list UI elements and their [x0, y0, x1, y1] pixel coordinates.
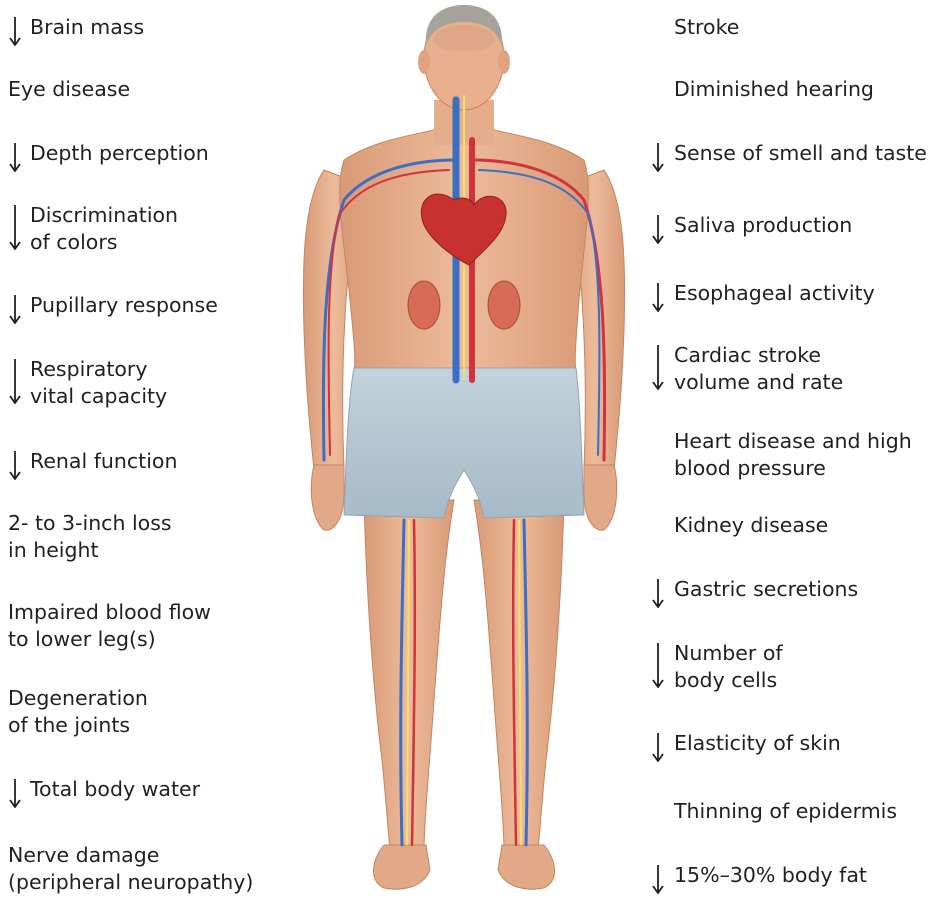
left-label-line: Eye disease [8, 76, 130, 103]
right-label-line: volume and rate [674, 369, 843, 396]
right-kidney [488, 281, 520, 329]
right-label: Thinning of epidermis [674, 798, 897, 825]
right-label: Sense of smell and taste [674, 140, 927, 167]
left-label: Eye disease [8, 76, 130, 103]
left-label: Brain mass [30, 14, 144, 41]
right-decrease-arrow-icon [651, 864, 665, 894]
right-label: Esophageal activity [674, 280, 875, 307]
left-label-line: Renal function [30, 448, 177, 475]
left-label-line: Degeneration [8, 685, 148, 712]
brain-outline [434, 25, 494, 51]
right-label-line: Saliva production [674, 212, 852, 239]
left-label: Depth perception [30, 140, 209, 167]
right-label-line: body cells [674, 667, 783, 694]
right-label: Diminished hearing [674, 76, 874, 103]
right-decrease-arrow-icon [651, 142, 665, 172]
right-label: Saliva production [674, 212, 852, 239]
right-label-line: Diminished hearing [674, 76, 874, 103]
left-decrease-arrow-icon [8, 450, 22, 480]
elderly-man-anatomy-illustration [284, 0, 644, 902]
left-label-line: (peripheral neuropathy) [8, 869, 253, 896]
left-foot [373, 845, 430, 889]
right-decrease-arrow-icon [651, 344, 665, 390]
left-label-line: Brain mass [30, 14, 144, 41]
right-label-line: Heart disease and high [674, 428, 912, 455]
right-label-line: Number of [674, 640, 783, 667]
right-label-line: Sense of smell and taste [674, 140, 927, 167]
shorts [344, 368, 584, 518]
left-decrease-arrow-icon [8, 778, 22, 808]
left-label-line: to lower leg(s) [8, 626, 211, 653]
left-label-line: Total body water [30, 776, 200, 803]
right-decrease-arrow-icon [651, 732, 665, 762]
right-label-line: Elasticity of skin [674, 730, 841, 757]
left-label-line: Impaired blood flow [8, 599, 211, 626]
left-ear [418, 50, 430, 74]
left-decrease-arrow-icon [8, 16, 22, 46]
right-label-line: Gastric secretions [674, 576, 858, 603]
right-label-line: 15%–30% body fat [674, 862, 867, 889]
right-label: Stroke [674, 14, 739, 41]
left-label-line: of colors [30, 229, 178, 256]
right-label-line: Kidney disease [674, 512, 828, 539]
left-label: Renal function [30, 448, 177, 475]
right-label: Kidney disease [674, 512, 828, 539]
left-label-line: Discrimination [30, 202, 178, 229]
left-label-line: Pupillary response [30, 292, 218, 319]
right-label: Elasticity of skin [674, 730, 841, 757]
right-label-line: Thinning of epidermis [674, 798, 897, 825]
left-label-line: Respiratory [30, 356, 167, 383]
right-decrease-arrow-icon [651, 282, 665, 312]
right-foot [498, 845, 555, 889]
left-decrease-arrow-icon [8, 142, 22, 172]
left-label-line: vital capacity [30, 383, 167, 410]
left-label: Total body water [30, 776, 200, 803]
right-hand [584, 465, 617, 530]
right-decrease-arrow-icon [651, 642, 665, 688]
left-label-line: in height [8, 537, 172, 564]
left-decrease-arrow-icon [8, 358, 22, 404]
left-label-line: Depth perception [30, 140, 209, 167]
left-label-line: of the joints [8, 712, 148, 739]
right-label-line: Cardiac stroke [674, 342, 843, 369]
right-label-line: Stroke [674, 14, 739, 41]
right-decrease-arrow-icon [651, 214, 665, 244]
left-label: Pupillary response [30, 292, 218, 319]
left-label-line: 2- to 3-inch loss [8, 510, 172, 537]
right-ear [498, 50, 510, 74]
left-label: Nerve damage(peripheral neuropathy) [8, 842, 253, 896]
right-decrease-arrow-icon [651, 578, 665, 608]
left-decrease-arrow-icon [8, 294, 22, 324]
left-decrease-arrow-icon [8, 204, 22, 250]
right-label-line: blood pressure [674, 455, 912, 482]
right-label: 15%–30% body fat [674, 862, 867, 889]
left-label-line: Nerve damage [8, 842, 253, 869]
left-hand [311, 465, 344, 530]
right-label: Gastric secretions [674, 576, 858, 603]
left-kidney [408, 281, 440, 329]
right-label-line: Esophageal activity [674, 280, 875, 307]
